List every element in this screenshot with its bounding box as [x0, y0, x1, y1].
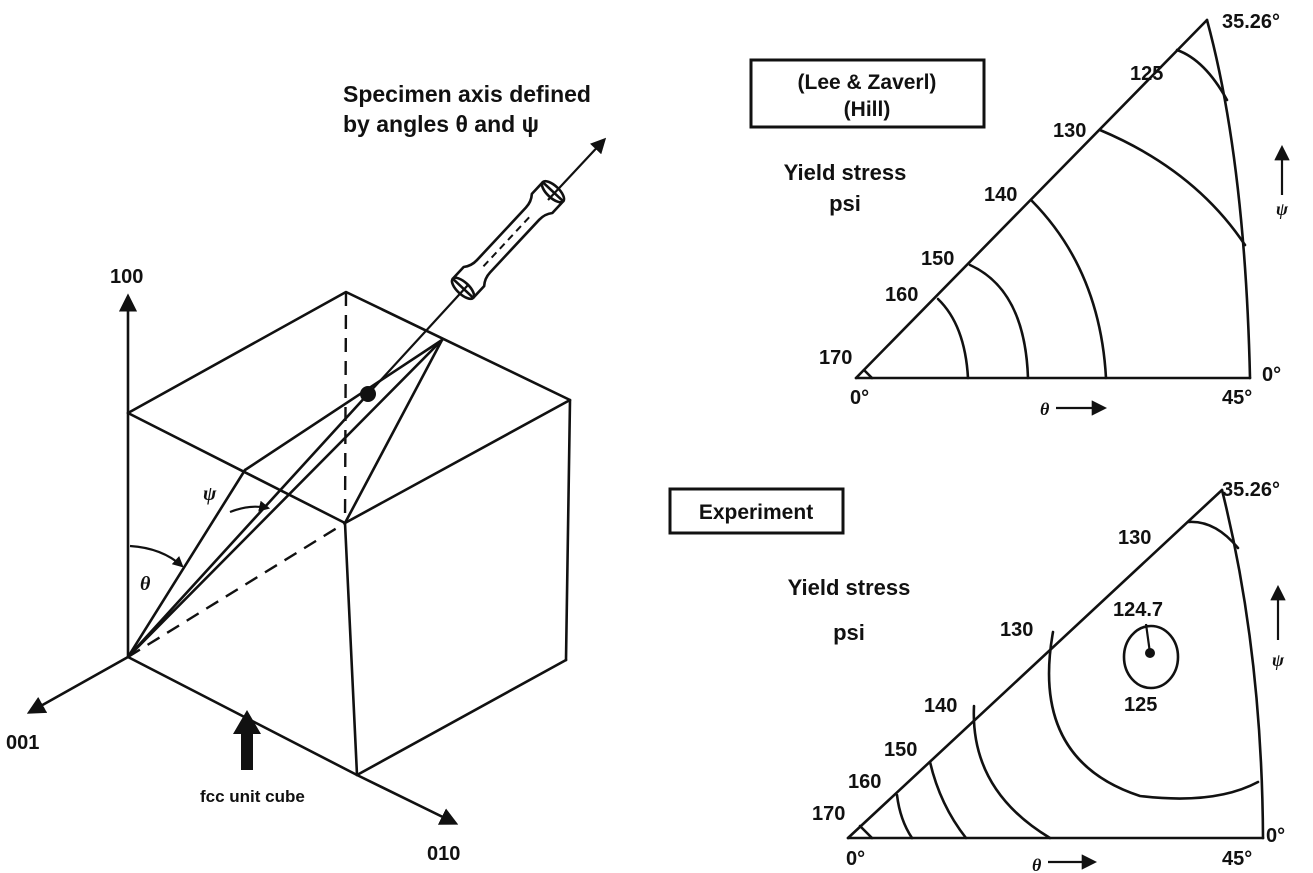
axis-100-label: 100	[110, 266, 143, 288]
axis-001-arrow	[26, 655, 130, 714]
caption-line2: by angles θ and ψ	[343, 111, 539, 137]
projection-line	[343, 338, 444, 525]
yield-stress-label-2: Yield stress	[788, 575, 911, 600]
contour-130	[1047, 630, 1260, 800]
contour-label-150: 150	[884, 739, 917, 761]
cube-diagram: Specimen axis defined by angles θ and ψ …	[6, 81, 607, 865]
contour-label-170: 170	[819, 347, 852, 369]
model-label-line1: (Lee & Zaverl)	[798, 71, 937, 94]
minimum-leader-line	[1144, 623, 1152, 654]
experiment-label: Experiment	[699, 501, 813, 524]
contour-label-130: 130	[1053, 120, 1086, 142]
model-label-line2: (Hill)	[844, 98, 891, 121]
inner-contour-label: 125	[1124, 694, 1157, 716]
axis-001-label: 001	[6, 732, 39, 754]
corner-origin-label: 0°	[850, 387, 869, 409]
contour-label-140: 140	[924, 695, 957, 717]
triangle-arc-edge	[1205, 18, 1252, 380]
theta-angle-label: θ	[140, 573, 151, 595]
specimen-axis-line	[126, 392, 370, 659]
contour-130-top	[1186, 520, 1240, 550]
cube-pointer-arrow	[233, 710, 261, 770]
axis-010-arrow	[355, 773, 459, 825]
triangle-hypotenuse-2	[846, 488, 1224, 840]
contour-125	[1175, 48, 1229, 102]
contour-160	[895, 793, 914, 840]
cube-edge	[564, 398, 572, 662]
contour-label-140: 140	[984, 184, 1017, 206]
contour-125-closed	[1122, 624, 1180, 690]
projection-line	[126, 468, 247, 659]
corner-35-label: 35.26°	[1222, 11, 1280, 33]
contour-170	[862, 368, 874, 380]
contour-label-130-top: 130	[1118, 527, 1151, 549]
specimen-axis-arrow	[547, 137, 607, 201]
specimen-center-dot	[360, 386, 376, 402]
specimen-icon	[450, 179, 566, 301]
contour-label-150: 150	[921, 248, 954, 270]
contour-label-160: 160	[885, 284, 918, 306]
corner-35-label-2: 35.26°	[1222, 479, 1280, 501]
top-stereo-triangle: (Lee & Zaverl) (Hill) Yield stress psi 1…	[749, 11, 1290, 419]
contour-label-125: 125	[1130, 63, 1163, 85]
cube-edges	[126, 290, 572, 525]
corner-right-upper-label-2: 0°	[1266, 825, 1285, 847]
cube-label: fcc unit cube	[200, 787, 305, 806]
model-label-box	[749, 58, 986, 129]
experiment-label-box	[668, 487, 845, 535]
cube-edge	[355, 658, 568, 777]
psi-axis-label-2: ψ	[1272, 650, 1285, 670]
caption-line1: Specimen axis defined	[343, 81, 591, 107]
contour-label-170: 170	[812, 803, 845, 825]
triangle-arc-edge-2	[1220, 488, 1265, 840]
projection-line	[243, 338, 444, 472]
contour-label-130: 130	[1000, 619, 1033, 641]
corner-45-label: 45°	[1222, 387, 1252, 409]
corner-origin-label-2: 0°	[846, 848, 865, 870]
axis-010-label: 010	[427, 843, 460, 865]
theta-axis-label: θ	[1040, 399, 1050, 419]
contour-150	[928, 760, 968, 840]
psi-angle-label: ψ	[203, 483, 217, 505]
contour-150	[968, 263, 1030, 380]
triangle-hypotenuse	[854, 18, 1209, 380]
theta-axis-label-2: θ	[1032, 855, 1042, 873]
center-value-label: 124.7	[1113, 599, 1163, 621]
theta-arc	[129, 544, 184, 568]
hidden-edge	[343, 291, 348, 524]
yield-stress-label: Yield stress	[784, 160, 907, 185]
contour-160	[936, 297, 970, 380]
contour-140	[972, 704, 1052, 840]
contour-170	[858, 824, 874, 840]
hidden-edge	[127, 521, 346, 659]
contour-label-160: 160	[848, 771, 881, 793]
contour-140	[1030, 199, 1108, 380]
corner-45-label-2: 45°	[1222, 848, 1252, 870]
specimen-axis-extension	[367, 284, 469, 395]
cube-edge	[126, 655, 359, 777]
corner-right-upper-label: 0°	[1262, 364, 1281, 386]
bottom-stereo-triangle: Experiment Yield stress psi 130 130 140 …	[668, 479, 1286, 873]
psi-axis-label: ψ	[1276, 199, 1289, 219]
projection-line	[126, 338, 444, 659]
psi-arc	[229, 500, 271, 514]
cube-edge	[343, 521, 359, 777]
yield-stress-unit: psi	[829, 191, 861, 216]
contour-130	[1098, 128, 1247, 247]
yield-stress-unit-2: psi	[833, 620, 865, 645]
